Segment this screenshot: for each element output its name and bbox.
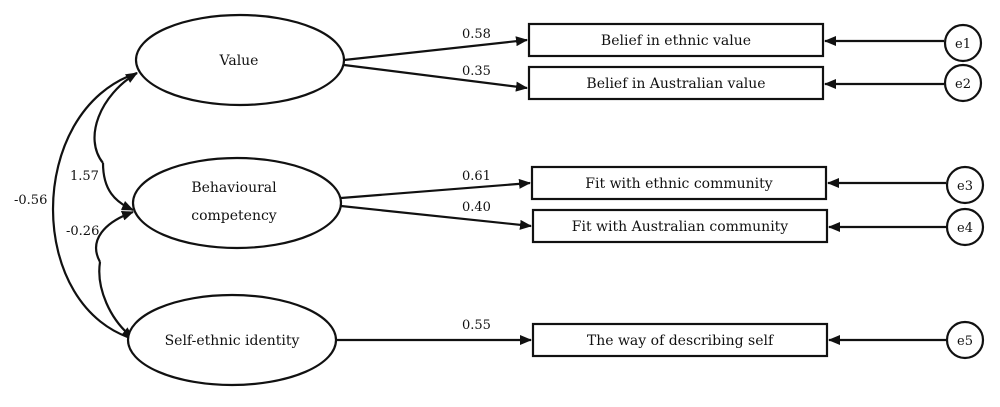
loading-coef-1: 0.58 <box>462 27 491 42</box>
error-e5-label: e5 <box>957 334 973 349</box>
error-e2-label: e2 <box>955 77 971 92</box>
loading-coef-3: 0.61 <box>462 169 491 184</box>
indicator-2-label: Belief in Australian value <box>586 76 765 92</box>
latent-value: Value <box>134 13 346 107</box>
error-e3: e3 <box>945 165 985 205</box>
error-e4-label: e4 <box>957 221 973 236</box>
latent-value-label: Value <box>219 53 259 69</box>
cov-arc-value-behavioural-b <box>101 162 134 212</box>
cov-arc-value-behavioural <box>93 72 138 164</box>
indicator-5-label: The way of describing self <box>587 333 775 349</box>
covariance-arcs <box>52 71 138 342</box>
indicator-5: The way of describing self <box>531 322 829 358</box>
indicator-1-label: Belief in ethnic value <box>601 33 751 49</box>
error-e3-label: e3 <box>957 179 973 194</box>
indicator-4: Fit with Australian community <box>531 208 829 244</box>
loading-coef-2: 0.35 <box>462 64 491 79</box>
loading-arrow-4 <box>340 204 532 230</box>
loading-arrow-1 <box>343 36 528 62</box>
cov-arc-behavioural-selfethnic-b <box>98 261 134 339</box>
latent-behavioural-label-line1: Behavioural <box>191 180 277 196</box>
latent-behavioural-label-line2: competency <box>191 208 277 224</box>
error-e5: e5 <box>945 320 985 360</box>
indicator-3-label: Fit with ethnic community <box>585 176 772 192</box>
error-e1: e1 <box>943 23 983 63</box>
error-e2: e2 <box>943 63 983 103</box>
loading-coef-5: 0.55 <box>462 318 491 333</box>
loading-arrow-3 <box>340 178 531 200</box>
indicator-3: Fit with ethnic community <box>530 165 828 201</box>
latent-behavioural: Behavioural competency <box>131 156 343 250</box>
error-arrows <box>824 36 946 345</box>
error-e4: e4 <box>945 207 985 247</box>
loading-arrows <box>336 36 532 345</box>
loading-coef-4: 0.40 <box>462 200 491 215</box>
indicator-1: Belief in ethnic value <box>527 22 825 58</box>
cov-arc-behavioural-selfethnic <box>95 210 134 263</box>
latent-selfethnic: Self-ethnic identity <box>126 293 338 387</box>
cov-label-value-selfethnic: -0.56 <box>14 193 47 208</box>
indicator-2: Belief in Australian value <box>527 65 825 101</box>
cov-label-behavioural-selfethnic: -0.26 <box>66 224 99 239</box>
error-e1-label: e1 <box>955 37 971 52</box>
indicator-4-label: Fit with Australian community <box>572 219 789 235</box>
latent-selfethnic-label: Self-ethnic identity <box>165 333 300 349</box>
cov-label-value-behavioural: 1.57 <box>70 169 99 184</box>
loading-arrow-2 <box>343 63 528 92</box>
cov-arc-value-selfethnic <box>52 71 138 342</box>
